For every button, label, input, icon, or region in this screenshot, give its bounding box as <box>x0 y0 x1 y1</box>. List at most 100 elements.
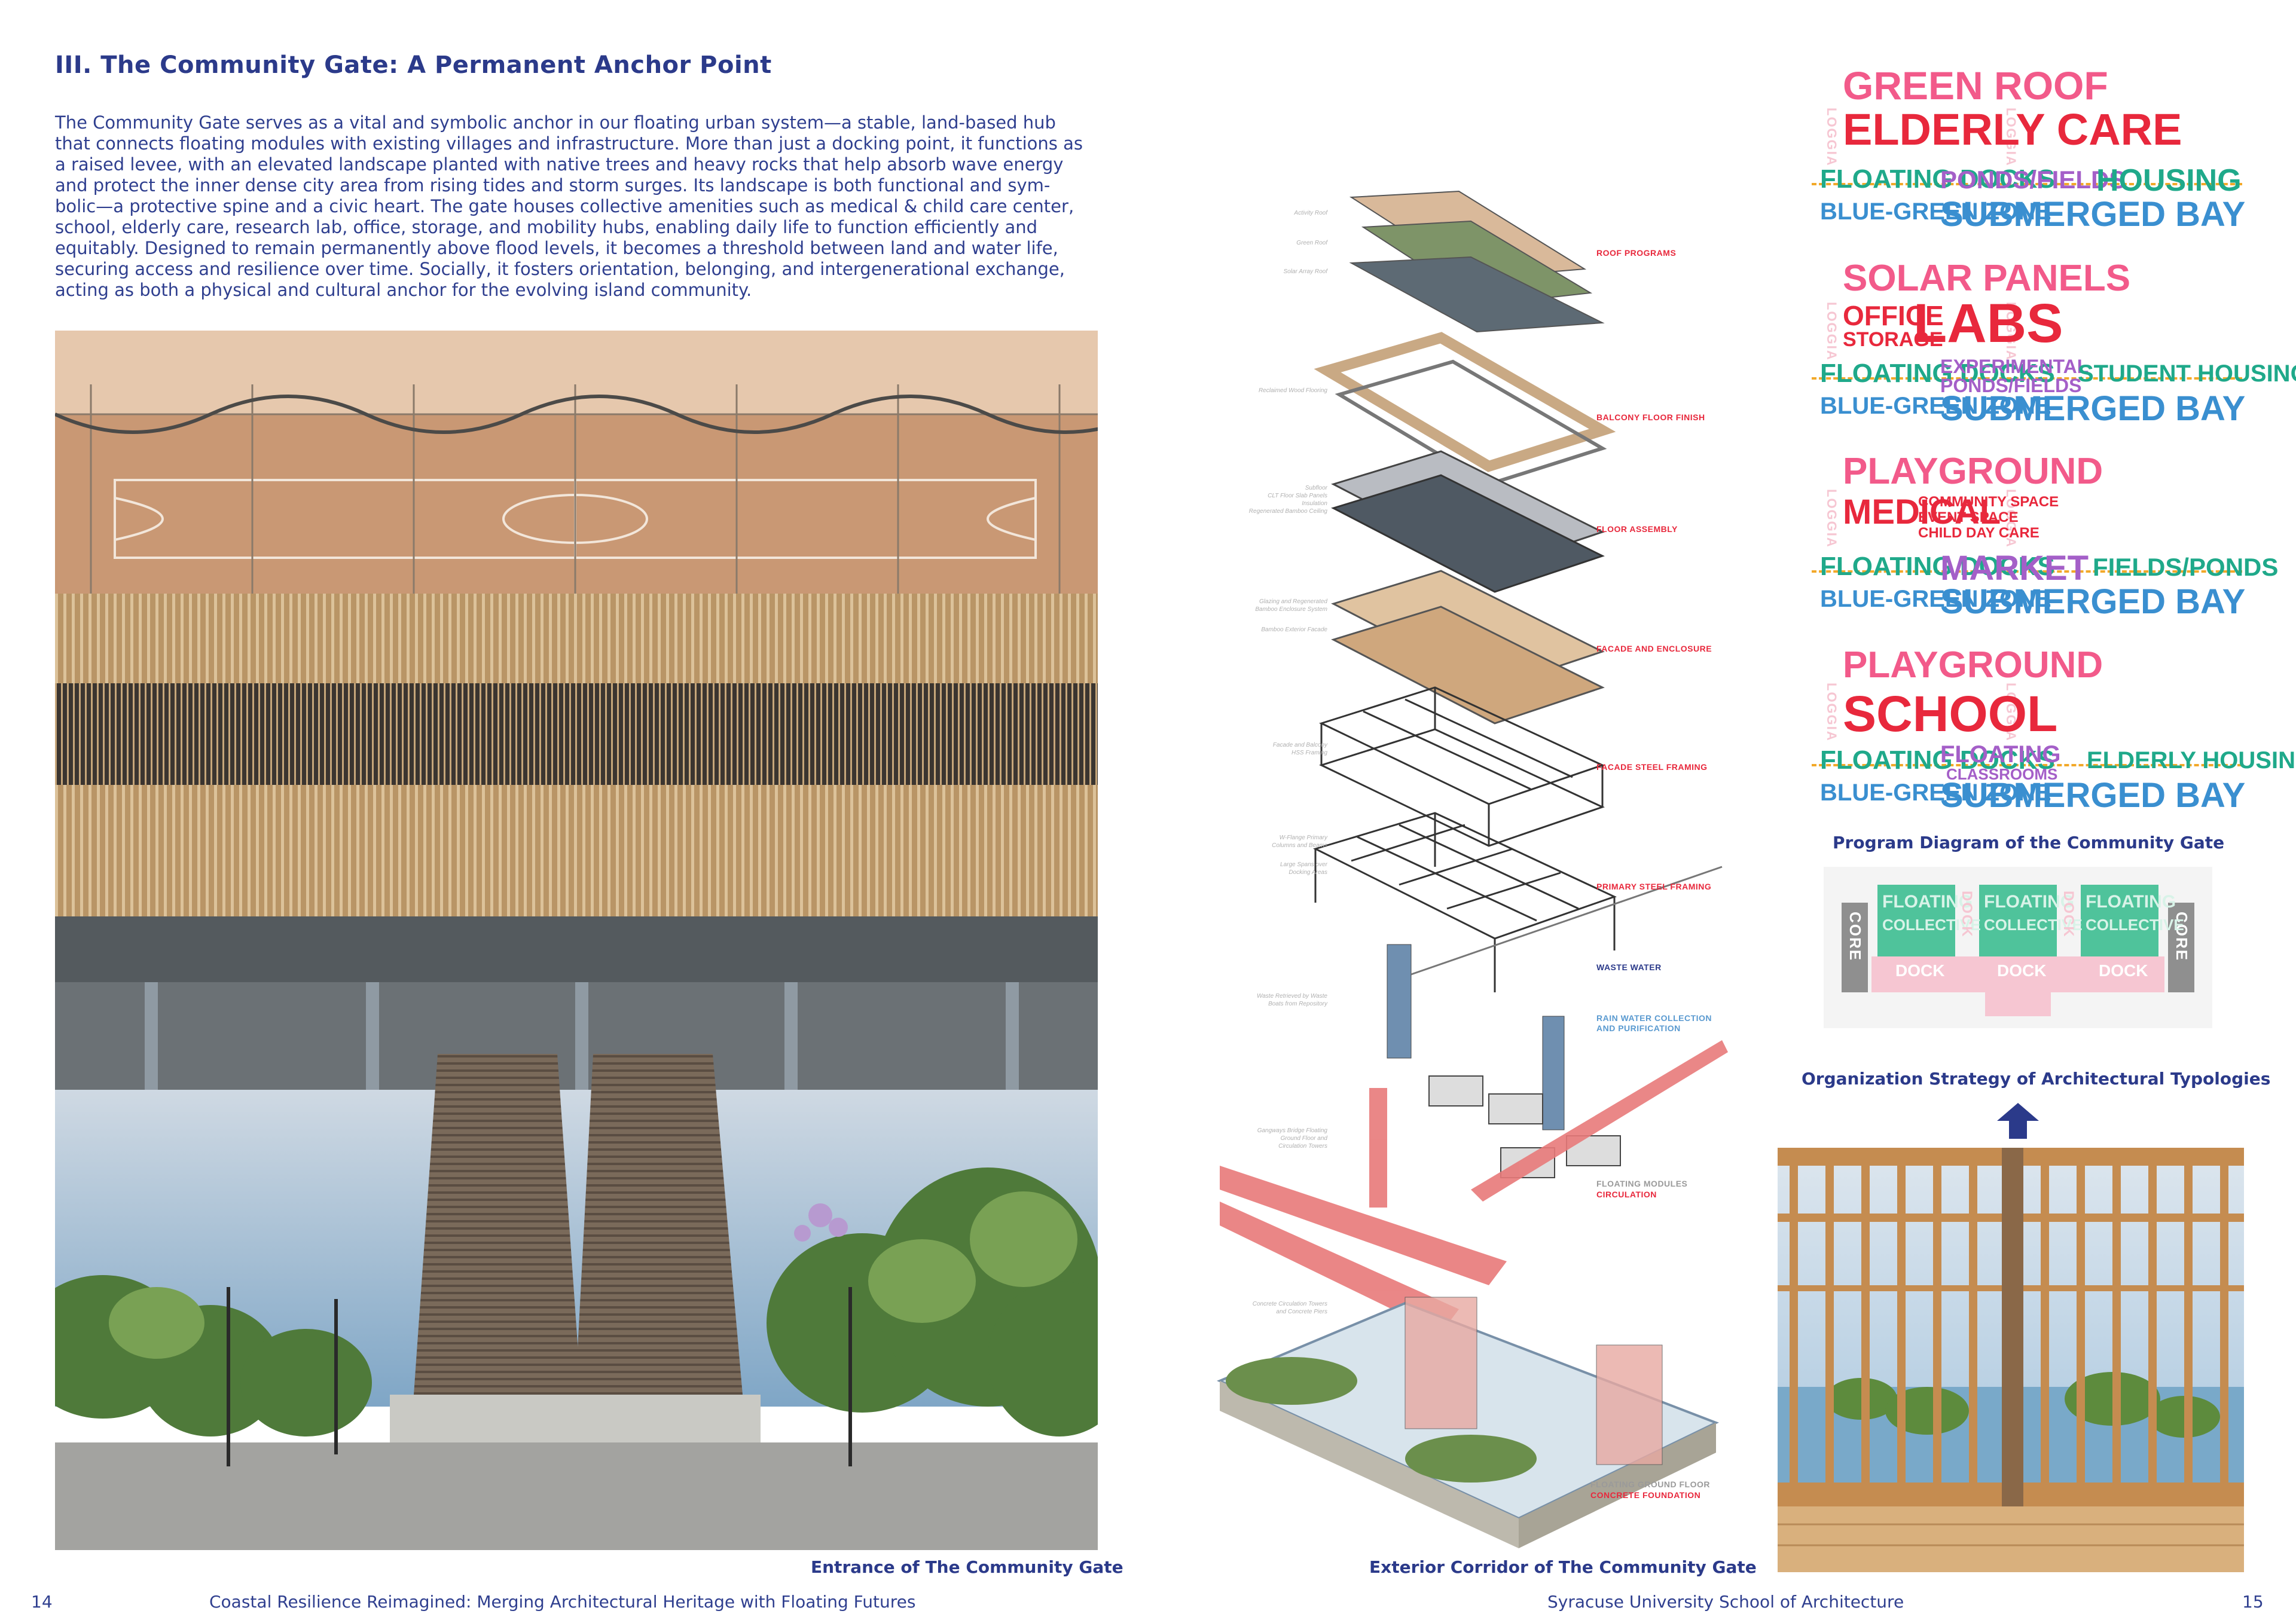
axon-note: Waste Retrieved by Waste Boats from Repo… <box>1256 993 1327 1007</box>
collective-label: COLLECTIVE <box>1984 916 2083 934</box>
intro-line: acting as both a physical and cultural a… <box>55 280 752 300</box>
intro-line: bolic—a protective spine and a civic hea… <box>55 196 1074 216</box>
label-rain-water: RAIN WATER COLLECTION <box>1596 1013 1712 1023</box>
program-small: COMMUNITY SPACE <box>1918 494 2059 510</box>
footer-left-page: 14 <box>31 1592 53 1612</box>
program-bottom-left: BLUE-GREEN ZONE <box>1820 780 2051 806</box>
program-right: STUDENT HOUSING <box>2078 360 2296 387</box>
program-main: ELDERLY CARE <box>1843 105 2182 154</box>
axon-note: W-Flange Primary Columns and Beams <box>1272 835 1327 849</box>
program-bottom: SUBMERGED BAY <box>1940 389 2246 428</box>
dock-vertical-label: DOCK <box>1959 891 1975 938</box>
loggia-label: LOGGIA <box>2004 108 2019 167</box>
program-storage: STORAGE <box>1843 328 1943 351</box>
exploded-axonometric: Activity Roof Green Roof Solar Array Roo… <box>1208 173 1734 1560</box>
intro-line: that connects floating modules with exis… <box>55 133 1083 154</box>
axon-note: Reclaimed Wood Flooring <box>1258 387 1327 394</box>
program-mid: EXPERIMENTAL <box>1940 356 2089 377</box>
program-mid: PONDS/FIELDS <box>1940 166 2126 194</box>
dock-band <box>1871 956 2164 992</box>
axon-drawing <box>1217 190 1728 1548</box>
footer-right-page: 15 <box>2242 1592 2264 1612</box>
program-bottom-left: BLUE-GREEN ZONE <box>1820 393 2051 419</box>
axon-note: Gangways Bridge Floating Ground Floor an… <box>1257 1127 1327 1150</box>
label-rain-water-2: AND PURIFICATION <box>1596 1023 1681 1033</box>
floating-label: FLOATING <box>2086 892 2176 912</box>
program-left: FLOATING DOCKS <box>1820 552 2055 581</box>
corridor-caption: Exterior Corridor of The Community Gate <box>1369 1557 1757 1577</box>
label-facade-enclosure: FACADE AND ENCLOSURE <box>1596 644 1712 653</box>
label-circulation: CIRCULATION <box>1596 1190 1657 1199</box>
program-block: LOGGIA LOGGIA GREEN ROOF ELDERLY CARE FL… <box>1812 60 2245 239</box>
dock-label: DOCK <box>1895 961 1945 980</box>
axon-note: Large Spans over Docking Areas <box>1280 861 1327 876</box>
loggia-label: LOGGIA <box>2004 683 2019 742</box>
floating-label: FLOATING <box>1882 892 1973 912</box>
axon-note: Activity Roof <box>1294 210 1327 216</box>
collective-label: COLLECTIVE <box>2086 916 2184 934</box>
program-right: HOUSING <box>2096 163 2242 198</box>
label-floating-modules: FLOATING MODULES <box>1596 1179 1688 1188</box>
program-block: LOGGIA LOGGIA PLAYGROUND SCHOOL FLOATING… <box>1812 641 2296 820</box>
intro-line: school, elderly care, research lab, offi… <box>55 217 1038 237</box>
dock-tab <box>1985 992 2051 1016</box>
program-top: PLAYGROUND <box>1843 644 2103 686</box>
intro-line: The Community Gate serves as a vital and… <box>55 112 1056 133</box>
program-mid-2: PONDS/FIELDS <box>1940 375 2082 396</box>
program-mid: FLOATING <box>1940 741 2061 768</box>
footer-left-title: Coastal Resilience Reimagined: Merging A… <box>209 1592 916 1612</box>
intro-line: equitably. Designed to remain permanentl… <box>55 238 1058 258</box>
loggia-label: LOGGIA <box>2004 489 2019 548</box>
program-small: CHILD DAY CARE <box>1918 525 2039 541</box>
axon-note: Solar Array Roof <box>1283 268 1327 275</box>
organization-diagram: CORE CORE FLOATING COLLECTIVE FLOATING C… <box>1824 867 2212 1028</box>
program-mid: MARKET <box>1940 549 2089 588</box>
intro-line: securing access and resilience over time… <box>55 259 1065 279</box>
program-left: FLOATING DOCKS <box>1820 745 2055 775</box>
axon-note: Bamboo Exterior Facade <box>1261 626 1327 633</box>
collective-label: COLLECTIVE <box>1882 916 1981 934</box>
dock-label: DOCK <box>2099 961 2148 980</box>
axon-note: Concrete Circulation Towers and Concrete… <box>1252 1301 1327 1315</box>
page-heading: III. The Community Gate: A Permanent Anc… <box>55 51 772 79</box>
dock-label: DOCK <box>1997 961 2047 980</box>
core-right <box>2168 903 2194 992</box>
dock-axis-arrow <box>1812 377 2242 380</box>
program-small: EVENT SPACE <box>1918 509 2019 525</box>
label-floor-assembly: FLOOR ASSEMBLY <box>1596 524 1678 534</box>
corridor-rendering <box>1778 1148 2244 1572</box>
program-office: OFFICE <box>1843 300 1944 331</box>
up-arrow-icon <box>1997 1103 2039 1139</box>
program-top: SOLAR PANELS <box>1843 258 2131 299</box>
dock-axis-arrow <box>1812 764 2242 766</box>
loggia-label: LOGGIA <box>2004 302 2019 361</box>
loggia-label: LOGGIA <box>1824 302 1839 361</box>
program-right: FIELDS/PONDS <box>2093 553 2279 581</box>
core-left <box>1842 903 1868 992</box>
label-waste-water: WASTE WATER <box>1596 962 1662 972</box>
program-top: GREEN ROOF <box>1843 63 2108 108</box>
program-main: SCHOOL <box>1843 686 2058 742</box>
program-left: FLOATING DOCKS <box>1820 359 2055 388</box>
program-bottom-left: BLUE-GREEN ZONE <box>1820 586 2051 612</box>
program-main: LABS <box>1913 293 2063 354</box>
floating-collective-3 <box>2081 885 2158 956</box>
program-bottom-left: BLUE-GREEN ZONE <box>1820 198 2051 225</box>
label-concrete-foundation: CONCRETE FOUNDATION <box>1590 1490 1701 1500</box>
core-label: CORE <box>2173 912 2191 962</box>
axon-note: Subfloor CLT Floor Slab Panels Insulatio… <box>1248 485 1327 515</box>
floating-collective-1 <box>1877 885 1955 956</box>
program-left: FLOATING DOCKS <box>1820 164 2055 194</box>
program-mid-2: CLASSROOMS <box>1946 765 2058 783</box>
entrance-illustration <box>55 331 1098 1550</box>
entrance-caption: Entrance of The Community Gate <box>811 1557 1123 1577</box>
corridor-illustration <box>1778 1148 2244 1572</box>
program-caption: Program Diagram of the Community Gate <box>1833 833 2225 852</box>
program-bottom: SUBMERGED BAY <box>1940 582 2246 621</box>
entrance-rendering <box>55 331 1098 1550</box>
label-primary-steel: PRIMARY STEEL FRAMING <box>1596 882 1712 891</box>
label-balcony-floor: BALCONY FLOOR FINISH <box>1596 412 1705 422</box>
loggia-label: LOGGIA <box>1824 108 1839 167</box>
program-block: LOGGIA LOGGIA SOLAR PANELS OFFICE STORAG… <box>1812 254 2296 433</box>
loggia-label: LOGGIA <box>1824 489 1839 548</box>
